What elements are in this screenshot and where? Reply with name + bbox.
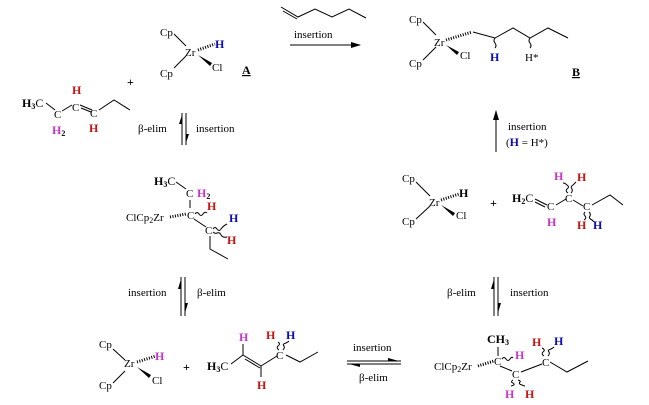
eq-label: insertion xyxy=(128,287,167,299)
arrow-note: (H = H*) xyxy=(506,135,548,149)
cl-label: Cl xyxy=(456,210,466,222)
h-label: H xyxy=(505,387,515,401)
arrow-label: insertion xyxy=(294,29,333,41)
eq-label: insertion xyxy=(510,287,549,299)
cp-label: Cp xyxy=(99,339,112,351)
h-label: H xyxy=(207,199,217,213)
eq-label: β-elim xyxy=(359,372,388,384)
carbon: C xyxy=(72,102,79,114)
cp-label: Cp xyxy=(160,27,173,39)
catalyst-a: Cp Cp Zr H Cl A xyxy=(160,27,251,80)
h-label: H xyxy=(266,328,276,342)
h-label: H xyxy=(286,328,296,342)
eq-label: insertion xyxy=(196,123,235,135)
cp-label: Cp xyxy=(409,14,422,26)
ch3-label: CH3 xyxy=(487,332,509,347)
h-label: H xyxy=(554,334,564,348)
alkyl-zirconium-left: H3C C H2 ClCp2Zr C H C H H xyxy=(126,174,239,260)
carbon: C xyxy=(565,193,572,205)
hydride-h: H xyxy=(459,186,469,200)
carbon: C xyxy=(494,356,501,368)
arrow-label: insertion xyxy=(508,121,547,133)
cl-label: Cl xyxy=(460,50,470,62)
carbon: C xyxy=(512,369,519,381)
h-label: H xyxy=(239,330,249,344)
right-lower-equilibrium: β-elim insertion xyxy=(447,277,549,316)
compound-label-b: B xyxy=(572,65,580,79)
carbon: C xyxy=(90,108,97,120)
cp-label: Cp xyxy=(160,68,173,80)
carbon: C xyxy=(187,210,194,222)
carbon: C xyxy=(54,109,61,121)
h-label: H xyxy=(532,335,542,349)
cp-label: Cp xyxy=(99,380,112,392)
h3c-label: H3C xyxy=(22,96,43,111)
carbon: C xyxy=(276,350,283,362)
h-label: H xyxy=(72,83,82,97)
h2-label: H2 xyxy=(197,186,210,201)
h-label: H xyxy=(577,170,587,184)
carbon: C xyxy=(186,188,193,200)
clcp2zr-label: ClCp2Zr xyxy=(434,361,472,374)
left-upper-equilibrium: β-elim insertion xyxy=(138,113,235,145)
zr-label: Zr xyxy=(124,358,135,370)
h-label: H xyxy=(577,218,587,232)
right-up-arrow: insertion (H = H*) xyxy=(493,110,548,152)
h-label: H xyxy=(490,50,500,64)
eq-label: β-elim xyxy=(447,287,476,299)
h-label: H xyxy=(257,378,267,392)
h-label: H xyxy=(89,121,99,135)
h-label: H xyxy=(515,348,525,362)
clcp2zr-label: ClCp2Zr xyxy=(126,212,164,225)
h-label: H xyxy=(593,218,603,232)
alkyl-zirconium-right: CH3 ClCp2Zr C H C H H C H H xyxy=(434,332,589,401)
zr-label: Zr xyxy=(434,37,445,49)
top-insertion-arrow: insertion xyxy=(280,6,367,48)
carbon: C xyxy=(547,201,554,213)
cl-label: Cl xyxy=(212,62,222,74)
cp-label: Cp xyxy=(409,58,422,70)
plus-sign: + xyxy=(127,75,134,89)
cp-label: Cp xyxy=(402,216,415,228)
hydride-h: H xyxy=(155,349,165,363)
eq-label: insertion xyxy=(353,342,392,354)
carbon: C xyxy=(583,201,590,213)
h2-label: H2 xyxy=(52,123,65,138)
catalyst-plus-alkene-right: Cp Cp Zr H Cl + H2C C H C H H C H H xyxy=(402,169,624,232)
h-label: H xyxy=(227,233,237,247)
zr-label: Zr xyxy=(429,197,440,209)
plus-sign: + xyxy=(183,360,190,374)
cl-label: Cl xyxy=(152,375,162,387)
h3c-label: H3C xyxy=(154,174,175,189)
hydride-h: H xyxy=(215,37,225,51)
plus-sign: + xyxy=(490,196,497,210)
catalyst-plus-alkene-bottom: Cp Cp Zr H Cl + H3C H H C H H xyxy=(99,328,319,392)
cp-label: Cp xyxy=(402,173,415,185)
h-label: H xyxy=(547,215,557,229)
left-lower-equilibrium: insertion β-elim xyxy=(128,277,226,316)
h3c-label: H3C xyxy=(207,359,228,374)
compound-label-a: A xyxy=(242,63,251,77)
h-label: H xyxy=(229,211,239,225)
h-star-label: H* xyxy=(525,52,538,64)
zr-label: Zr xyxy=(185,47,196,59)
eq-label: β-elim xyxy=(197,287,226,299)
h-label: H xyxy=(525,387,535,401)
carbon: C xyxy=(205,225,212,237)
product-b: Cp Cp Zr Cl H H* B xyxy=(409,14,580,79)
h-label: H xyxy=(554,169,564,183)
bottom-equilibrium: insertion β-elim xyxy=(347,342,401,384)
carbon: C xyxy=(542,357,549,369)
h2c-label: H2C xyxy=(512,191,533,206)
eq-label: β-elim xyxy=(138,123,167,135)
hexene-isomer: H3C C H2 C H C H xyxy=(22,83,131,138)
